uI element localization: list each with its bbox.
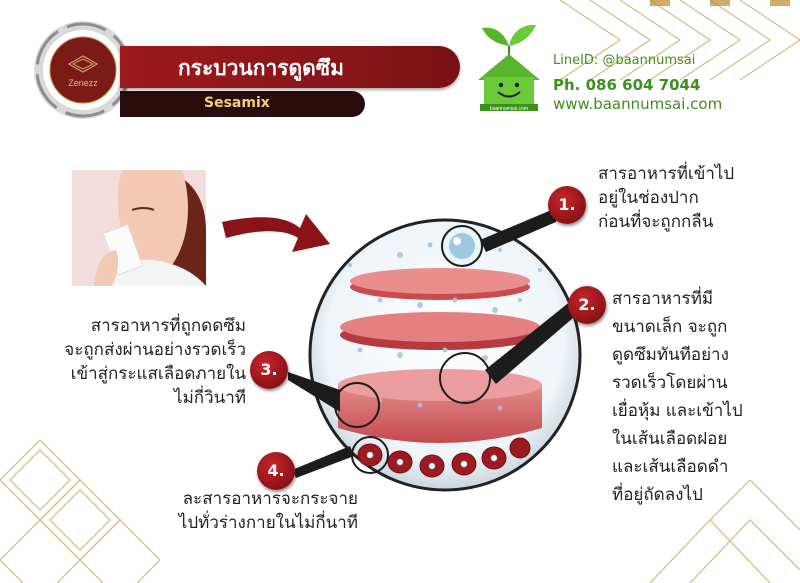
house-smile-logo: baannumsai.com bbox=[478, 24, 540, 112]
step-3-line: ไม่กี่วินาที bbox=[174, 388, 246, 408]
step-2-line: ที่อยู่ถัดลงไป bbox=[612, 485, 703, 505]
step-3-description: สารอาหารที่ถูกดดซึม จะถูกส่งผ่านอย่างรวด… bbox=[62, 314, 246, 410]
woman-drinking-photo bbox=[72, 170, 206, 286]
step-4-line: ละสารอาหารจะกระจาย bbox=[182, 489, 358, 509]
step-3-line: เข้าสู่กระแสเลือดภายใน bbox=[70, 364, 246, 384]
title-bar: กระบวนการดูดซึม bbox=[120, 46, 460, 88]
subtitle-bar: Sesamix bbox=[120, 91, 365, 117]
contact-website: www.baannumsai.com bbox=[553, 95, 723, 113]
step-2-line: รวดเร็วโดยผ่าน bbox=[612, 373, 728, 393]
step-2-line: ดูดซึมทันทีอย่าง bbox=[612, 345, 729, 365]
step-4-description: ละสารอาหารจะกระจาย ไปทั่วร่างกายในไม่กี่… bbox=[150, 487, 358, 535]
page-title: กระบวนการดูดซึม bbox=[178, 56, 344, 80]
page-subtitle: Sesamix bbox=[204, 95, 270, 111]
step-2-line: ขนาดเล็ก จะถูก bbox=[612, 317, 728, 337]
step-badge-1: 1. bbox=[548, 186, 586, 224]
step-2-line: และเส้นเลือดดำ bbox=[612, 457, 729, 477]
arrow-right-icon bbox=[222, 214, 330, 252]
step-2-line: ในเส้นเลือดฝอย bbox=[612, 429, 728, 449]
step-1-line: ก่อนที่จะถูกกลืน bbox=[598, 212, 714, 232]
step-3-line: จะถูกส่งผ่านอย่างรวดเร็ว bbox=[64, 340, 246, 360]
step-4-line: ไปทั่วร่างกายในไม่กี่นาที bbox=[178, 513, 358, 533]
logo-text: Zenezz bbox=[68, 78, 98, 88]
step-1-line: อยู่ในช่องปาก bbox=[598, 188, 699, 208]
step-1-line: สารอาหารที่เข้าไป bbox=[598, 164, 735, 184]
step-2-line: สารอาหารที่มี bbox=[612, 289, 714, 309]
step-2-line: เยื่อหุ้ม และเข้าไป bbox=[612, 401, 743, 421]
house-logo-caption: baannumsai.com bbox=[490, 106, 528, 112]
gold-pattern-top-right bbox=[559, 0, 800, 80]
step-1-description: สารอาหารที่เข้าไป อยู่ในช่องปาก ก่อนที่จ… bbox=[598, 162, 734, 234]
step-badge-2: 2. bbox=[568, 286, 606, 324]
gold-pattern-bottom-right bbox=[650, 480, 800, 583]
step-badge-4: 4. bbox=[257, 452, 295, 490]
step-2-description: สารอาหารที่มี ขนาดเล็ก จะถูก ดูดซึมทันที… bbox=[612, 285, 743, 509]
contact-phone: Ph. 086 604 7044 bbox=[553, 76, 701, 94]
step-3-line: สารอาหารที่ถูกดดซึม bbox=[90, 316, 246, 336]
contact-line-id: LineID: @baannumsai bbox=[553, 53, 696, 68]
gold-pattern-bottom-left bbox=[0, 440, 160, 583]
step-badge-3: 3. bbox=[250, 351, 288, 389]
zenezz-logo: Zenezz bbox=[34, 21, 132, 119]
